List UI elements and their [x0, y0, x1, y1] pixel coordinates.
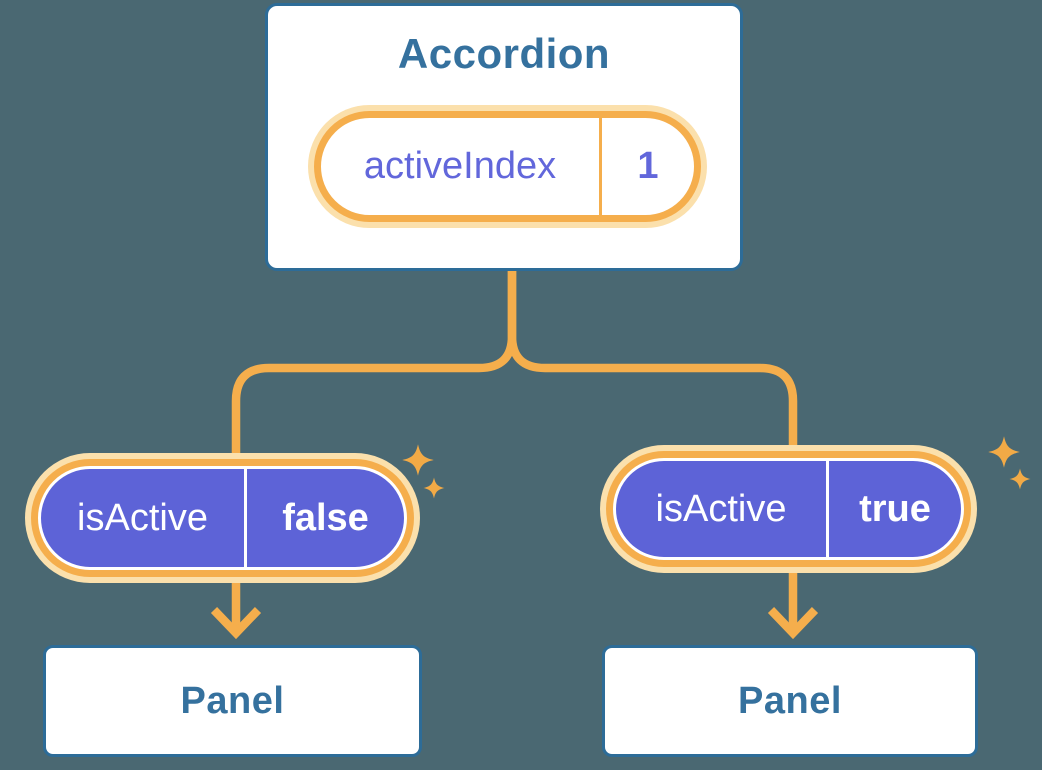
- prop-pill-isactive-true: isActive true: [613, 458, 964, 560]
- accordion-title: Accordion: [397, 30, 611, 77]
- sparkle-icon: [1009, 468, 1031, 490]
- panel-title: Panel: [180, 679, 285, 722]
- sparkle-icon: [423, 477, 445, 499]
- state-pill-activeindex: activeIndex 1: [314, 111, 701, 222]
- panel-component-box-right: Panel: [602, 645, 978, 757]
- state-pill-value: 1: [637, 145, 659, 187]
- prop-pill-value: false: [282, 496, 369, 539]
- right-arrowhead-icon: [767, 607, 819, 640]
- sparkle-icon: [402, 444, 434, 476]
- connector-accordion-to-right-pill: [507, 269, 798, 448]
- connector-accordion-to-left-pill: [231, 269, 517, 456]
- left-arrowhead-icon: [210, 607, 262, 640]
- pill-divider: [599, 118, 602, 215]
- state-pill-label: activeIndex: [363, 145, 557, 187]
- sparkle-icon: [988, 436, 1020, 468]
- panel-title: Panel: [738, 679, 842, 722]
- prop-pill-label: isActive: [77, 496, 208, 539]
- prop-pill-isactive-false: isActive false: [38, 466, 407, 570]
- pill-divider: [244, 469, 247, 567]
- prop-pill-value: true: [859, 487, 931, 530]
- prop-pill-label: isActive: [655, 487, 787, 530]
- panel-component-box-left: Panel: [43, 645, 422, 757]
- pill-divider: [826, 461, 829, 557]
